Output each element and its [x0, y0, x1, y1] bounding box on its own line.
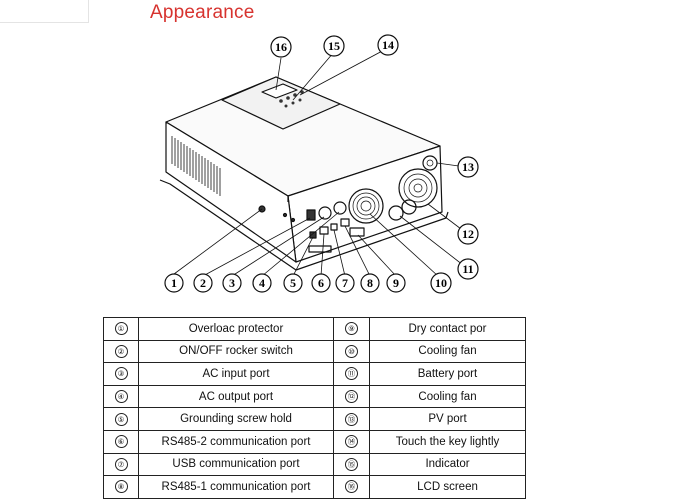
callout-11: 11	[457, 258, 479, 280]
part-number: ⑮	[333, 452, 370, 477]
ac-output-port	[333, 201, 347, 215]
svg-text:3: 3	[229, 276, 235, 290]
grounding-screw	[309, 231, 317, 239]
svg-text:8: 8	[367, 276, 373, 290]
svg-text:1: 1	[171, 276, 177, 290]
page-corner-mark	[0, 0, 89, 23]
svg-text:16: 16	[275, 40, 287, 54]
part-label: Grounding screw hold	[138, 407, 334, 431]
callout-group: 1 2 3 4 5 6 7 8 9 10 11 12 13 14 15 16	[164, 34, 479, 294]
callout-1: 1	[164, 273, 184, 293]
dry-contact-port	[349, 227, 365, 237]
part-label: Cooling fan	[369, 339, 526, 364]
part-number: ④	[103, 384, 139, 409]
svg-text:11: 11	[462, 262, 473, 276]
callout-4: 4	[252, 273, 272, 293]
part-number: ⑧	[103, 475, 139, 499]
part-label: Overloac protector	[138, 317, 334, 341]
callout-6: 6	[311, 273, 331, 293]
part-number: ⑫	[333, 384, 370, 409]
part-label: LCD screen	[369, 475, 526, 499]
svg-text:7: 7	[342, 276, 348, 290]
part-label: Dry contact por	[369, 317, 526, 341]
part-number: ⑬	[333, 407, 370, 431]
svg-text:4: 4	[259, 276, 265, 290]
table-row: ⑥ RS485-2 communication port ⑭ Touch the…	[103, 429, 526, 454]
cooling-fan-right	[398, 168, 438, 208]
callout-16: 16	[270, 36, 292, 58]
ac-input-port	[318, 206, 332, 220]
part-number: ⑭	[333, 429, 370, 454]
table-row: ① Overloac protector ⑨ Dry contact por	[103, 317, 526, 341]
part-label: RS485-2 communication port	[138, 429, 334, 454]
table-row: ② ON/OFF rocker switch ⑩ Cooling fan	[103, 339, 526, 364]
callout-2: 2	[193, 273, 213, 293]
side-vent-grille	[171, 136, 221, 196]
part-number: ⑥	[103, 429, 139, 454]
svg-text:9: 9	[393, 276, 399, 290]
callout-12: 12	[457, 223, 479, 245]
callout-15: 15	[323, 35, 345, 57]
part-number: ⑯	[333, 475, 370, 499]
inverter-side-face	[165, 121, 297, 263]
parts-table: ① Overloac protector ⑨ Dry contact por ②…	[103, 317, 526, 499]
table-row: ⑧ RS485-1 communication port ⑯ LCD scree…	[103, 475, 526, 499]
part-label: USB communication port	[138, 452, 334, 477]
part-label: Cooling fan	[369, 384, 526, 409]
part-label: PV port	[369, 407, 526, 431]
part-label: RS485-1 communication port	[138, 475, 334, 499]
svg-text:12: 12	[462, 227, 474, 241]
part-label: Indicator	[369, 452, 526, 477]
part-number: ⑪	[333, 362, 370, 386]
callout-9: 9	[386, 273, 406, 293]
front-panel	[221, 76, 341, 130]
touch-keys	[279, 90, 304, 108]
part-label: ON/OFF rocker switch	[138, 339, 334, 364]
table-row: ⑤ Grounding screw hold ⑬ PV port	[103, 407, 526, 431]
svg-text:13: 13	[462, 160, 474, 174]
cooling-fan-left	[348, 188, 384, 224]
table-row: ④ AC output port ⑫ Cooling fan	[103, 384, 526, 409]
svg-text:15: 15	[328, 39, 340, 53]
part-number: ③	[103, 362, 139, 386]
svg-text:6: 6	[318, 276, 324, 290]
part-label: Touch the key lightly	[369, 429, 526, 454]
callout-3: 3	[222, 273, 242, 293]
callout-7: 7	[335, 273, 355, 293]
part-number: ①	[103, 317, 139, 341]
callout-14: 14	[377, 34, 399, 56]
callout-5: 5	[283, 273, 303, 293]
svg-text:10: 10	[435, 276, 447, 290]
callout-10: 10	[430, 272, 452, 294]
inverter-appearance-diagram: 1 2 3 4 5 6 7 8 9 10 11 12 13 14 15 16	[159, 34, 479, 294]
callout-8: 8	[360, 273, 380, 293]
table-row: ⑦ USB communication port ⑮ Indicator	[103, 452, 526, 477]
part-label: Battery port	[369, 362, 526, 386]
part-label: AC output port	[138, 384, 334, 409]
rocker-switch	[306, 209, 316, 221]
page-title: Appearance	[150, 2, 255, 23]
part-number: ⑤	[103, 407, 139, 431]
part-label: AC input port	[138, 362, 334, 386]
callout-13: 13	[457, 156, 479, 178]
svg-text:5: 5	[290, 276, 296, 290]
part-number: ⑨	[333, 317, 370, 341]
svg-text:2: 2	[200, 276, 206, 290]
part-number: ⑦	[103, 452, 139, 477]
svg-text:14: 14	[382, 38, 394, 52]
part-number: ⑩	[333, 339, 370, 364]
lcd-screen	[261, 83, 298, 99]
part-number: ②	[103, 339, 139, 364]
table-row: ③ AC input port ⑪ Battery port	[103, 362, 526, 386]
